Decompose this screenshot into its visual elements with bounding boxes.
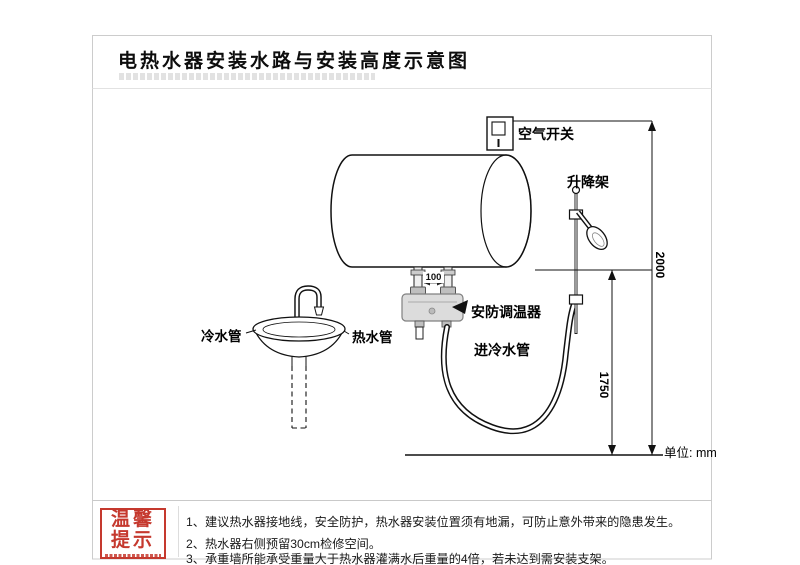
- stamp-line-1: 温馨: [110, 509, 155, 531]
- thermostat-label: 安防调温器: [471, 304, 541, 320]
- tip-item-2: 2、热水器右侧预留30cm检修空间。: [186, 537, 382, 551]
- water-heater-tank: [330, 154, 532, 268]
- dim-100: 100: [423, 272, 444, 283]
- frame-border: [92, 35, 712, 560]
- cold-pipe-label: 冷水管: [201, 329, 242, 344]
- subtitle-ghost-text: [119, 73, 375, 80]
- page-title: 电热水器安装水路与安装高度示意图: [118, 51, 471, 72]
- lift-rail-label: 升降架: [567, 174, 609, 190]
- shower-lift-rail: [568, 185, 608, 334]
- stamp-tiny-caption: [105, 553, 161, 557]
- tip-item-3: 3、承重墙所能承受重量大于热水器灌满水后重量的4倍，若未达到需安装支架。: [186, 552, 614, 565]
- thermostat-pointer-arrow: [452, 300, 468, 314]
- dim-1750: 1750: [597, 371, 611, 399]
- inlet-pipe-label: 进冷水管: [474, 342, 530, 358]
- unit-note: 单位: mm: [664, 446, 717, 460]
- warm-tips-stamp: 温馨 提示: [100, 508, 166, 559]
- hidden-pipe-dashed: [291, 366, 307, 429]
- shower-head-icon: [586, 225, 608, 251]
- tip-item-1: 1、建议热水器接地线，安全防护，热水器安装位置须有地漏，可防止意外带来的隐患发生…: [186, 515, 681, 529]
- sink-basin: [245, 285, 350, 429]
- hot-pipe-label: 热水管: [352, 330, 393, 345]
- thermostat-box: [401, 286, 468, 340]
- dim-2000: 2000: [653, 251, 667, 279]
- air-switch-icon: [486, 116, 514, 151]
- dimension-lines: [513, 120, 656, 455]
- air-switch-label: 空气开关: [518, 126, 574, 142]
- inlet-hose: [440, 301, 577, 435]
- stamp-line-2: 提示: [110, 530, 155, 551]
